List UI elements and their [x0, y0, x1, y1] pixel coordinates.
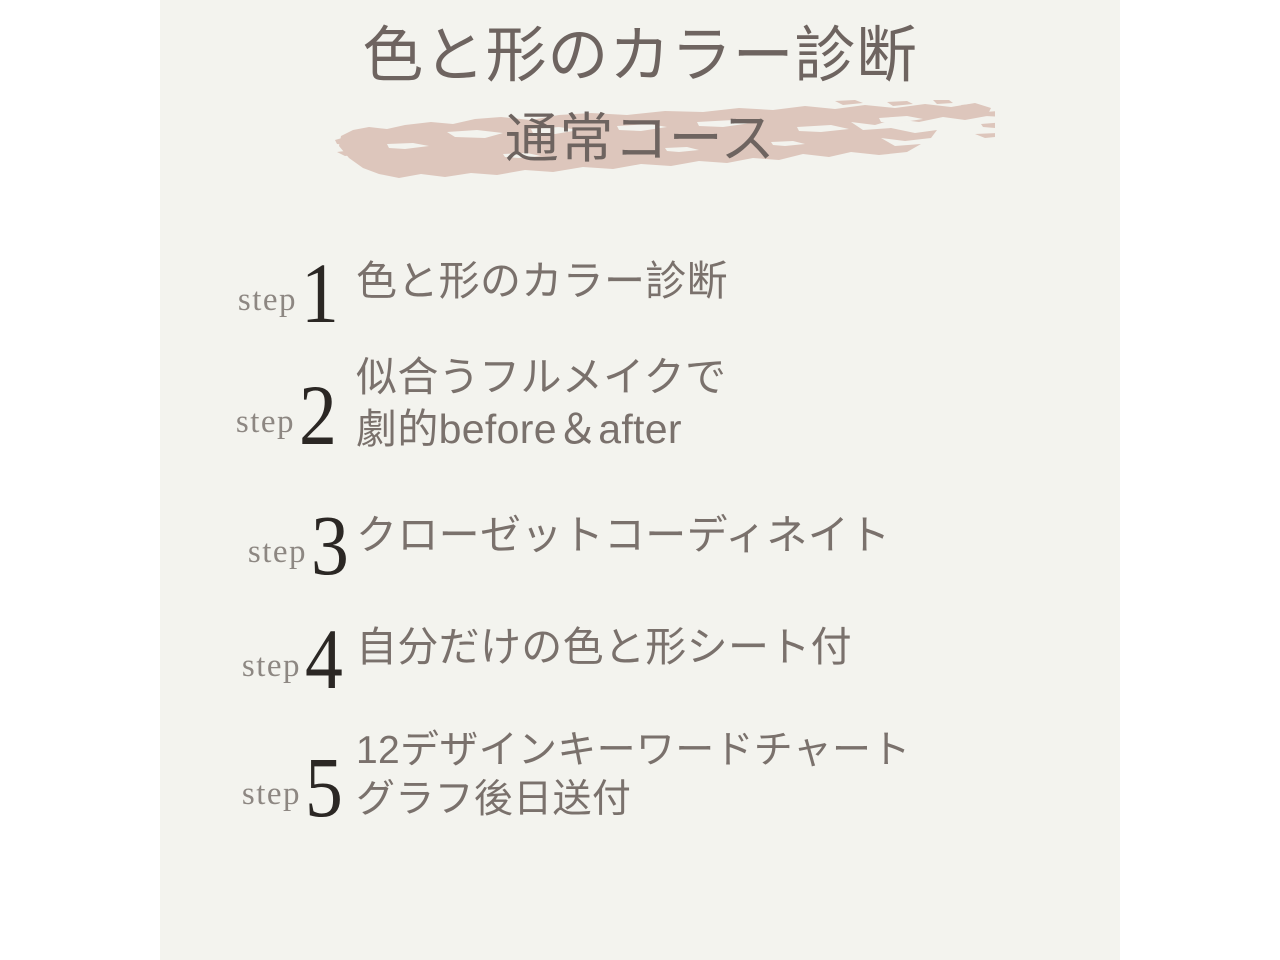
step-label: step — [241, 776, 301, 812]
steps-list: step 1 色と形のカラー診断 step 2 似合うフルメイクで 劇的befo… — [160, 232, 1120, 852]
step-number: 5 — [305, 739, 343, 835]
poster-header: 色と形のカラー診断 — [160, 0, 1120, 210]
page-subtitle: 通常コース — [504, 109, 776, 169]
cream-panel: 色と形のカラー診断 — [160, 0, 1120, 960]
step-number: 4 — [305, 611, 343, 707]
step-badge-2: step 2 — [160, 370, 346, 502]
step-number: 1 — [301, 245, 339, 341]
list-item: step 4 自分だけの色と形シート付 — [160, 598, 1120, 714]
step-label: step — [235, 404, 295, 440]
page-title: 色と形のカラー診断 — [362, 23, 918, 90]
list-item: step 3 クローゼットコーディネイト — [160, 486, 1120, 592]
step-description: 似合うフルメイクで 劇的before＆after — [356, 354, 727, 452]
step-number: 3 — [311, 497, 349, 593]
step-badge-3: step 3 — [172, 500, 358, 606]
step-badge-1: step 1 — [162, 248, 348, 358]
step-description: 12デザインキーワードチャート グラフ後日送付 — [356, 729, 911, 822]
step-number: 2 — [299, 367, 337, 463]
step-description: 自分だけの色と形シート付 — [356, 624, 852, 670]
list-item: step 1 色と形のカラー診断 — [160, 232, 1120, 342]
list-item: step 2 似合うフルメイクで 劇的before＆after — [160, 348, 1120, 480]
step-label: step — [241, 648, 301, 684]
step-badge-4: step 4 — [166, 614, 352, 730]
step-label: step — [247, 534, 307, 570]
step-description: 色と形のカラー診断 — [356, 258, 728, 304]
step-label: step — [237, 282, 297, 318]
step-badge-5: step 5 — [166, 742, 352, 868]
list-item: step 5 12デザインキーワードチャート グラフ後日送付 — [160, 720, 1120, 846]
step-description: クローゼットコーディネイト — [356, 512, 891, 558]
